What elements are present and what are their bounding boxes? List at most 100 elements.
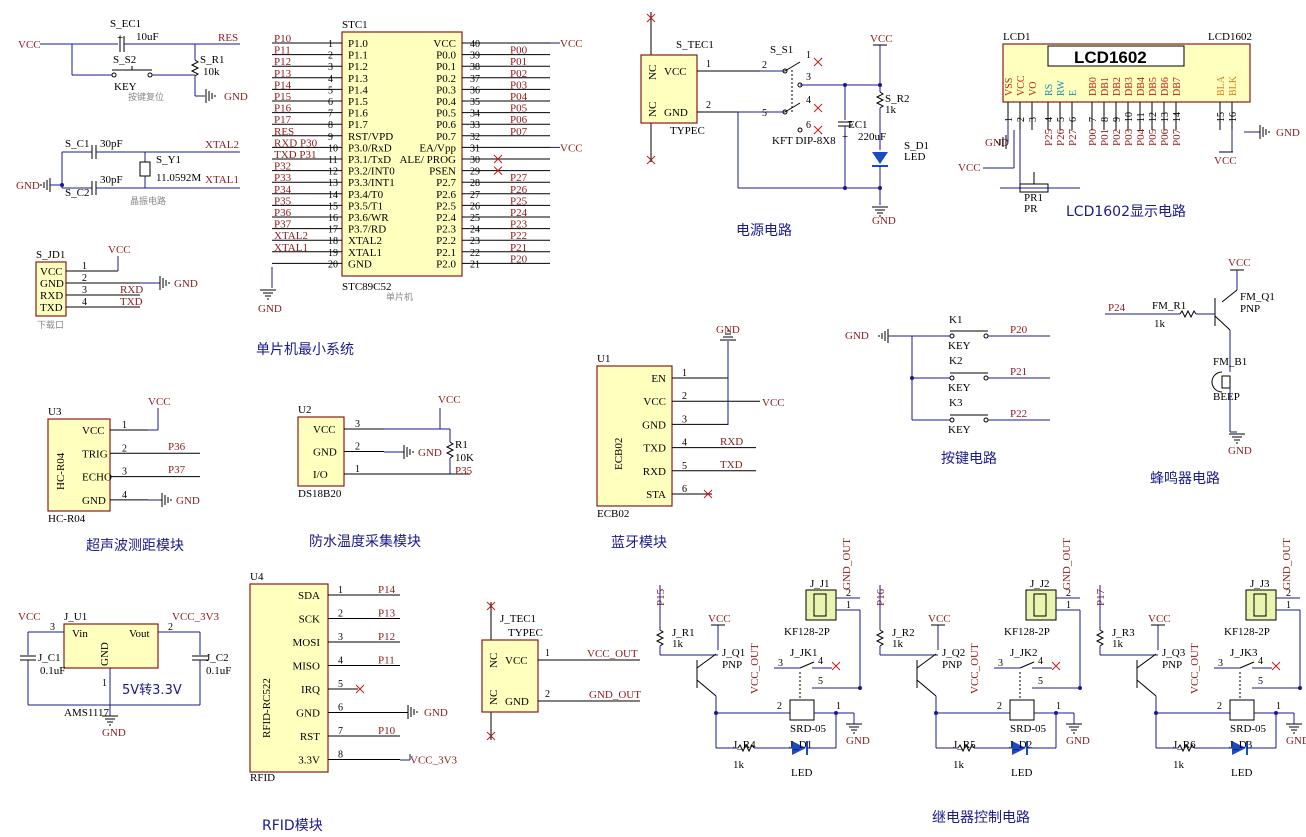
lcd-pin: DB7 <box>1172 77 1183 96</box>
mcu-left-net: TXD P31 <box>274 149 316 161</box>
lcd-num: 14 <box>1172 112 1183 122</box>
download-pin-1: VCC <box>40 266 63 278</box>
svg-text:J_C1: J_C1 <box>38 652 61 664</box>
svg-text:S_S1: S_S1 <box>770 44 793 56</box>
svg-text:4: 4 <box>682 438 687 449</box>
svg-text:KEY: KEY <box>948 382 971 394</box>
crystal-note: 晶振电路 <box>130 195 166 207</box>
svg-text:BEEP: BEEP <box>1213 391 1240 403</box>
svg-text:RFID-RC522: RFID-RC522 <box>261 678 273 738</box>
reset-key-ref: S_S2 <box>113 54 136 66</box>
reset-r-value: 10k <box>203 66 220 78</box>
svg-text:J_JK2: J_JK2 <box>1010 647 1038 659</box>
svg-text:3: 3 <box>82 285 87 296</box>
svg-text:P22: P22 <box>1010 408 1027 420</box>
mcu-right-net: P22 <box>510 230 527 242</box>
download-ref: S_JD1 <box>36 249 65 261</box>
svg-text:1: 1 <box>338 585 343 596</box>
mcu-left-pin: P1.2 <box>348 61 368 73</box>
svg-text:2: 2 <box>682 391 687 402</box>
svg-text:0.1uF: 0.1uF <box>206 665 231 677</box>
mcu-right-num: 27 <box>470 190 480 201</box>
lcd-pin: DB0 <box>1088 77 1099 96</box>
mcu-right-pin: PSEN <box>429 166 456 178</box>
svg-text:K3: K3 <box>949 397 963 409</box>
lcd-title: LCD1602 <box>1074 48 1147 67</box>
svg-text:2: 2 <box>997 701 1002 712</box>
svg-text:VCC: VCC <box>708 613 731 625</box>
mcu-left-net: P10 <box>274 33 292 45</box>
svg-text:VCC_OUT: VCC_OUT <box>1189 643 1201 694</box>
svg-text:VCC: VCC <box>1214 155 1237 167</box>
caption-temp: 防水温度采集模块 <box>309 533 421 550</box>
svg-text:J_R5: J_R5 <box>953 739 976 751</box>
caption-bt: 蓝牙模块 <box>611 535 667 551</box>
svg-text:TYPEC: TYPEC <box>670 125 705 137</box>
svg-text:P35: P35 <box>455 465 473 477</box>
svg-text:VCC: VCC <box>505 655 528 667</box>
svg-text:4: 4 <box>82 297 87 308</box>
lcd-pin: BLK <box>1228 75 1239 96</box>
svg-text:6: 6 <box>806 120 811 131</box>
mcu-right-num: 31 <box>470 143 480 154</box>
svg-text:U2: U2 <box>298 404 311 416</box>
mcu-ref: STC1 <box>342 19 368 31</box>
lcd-pin: VSS <box>1004 78 1015 96</box>
mcu-right-net: P06 <box>510 114 528 126</box>
svg-text:J_U1: J_U1 <box>64 611 87 623</box>
svg-text:J_JK3: J_JK3 <box>1230 647 1258 659</box>
svg-text:S_R2: S_R2 <box>885 93 909 105</box>
mcu-left-net: P36 <box>274 207 292 219</box>
mcu-right-num: 37 <box>470 74 480 85</box>
rfid-pin: MISO <box>292 661 320 673</box>
svg-text:FM_Q1: FM_Q1 <box>1240 291 1275 303</box>
svg-text:HC-R04: HC-R04 <box>55 452 67 490</box>
svg-text:1k: 1k <box>953 759 965 771</box>
svg-text:RXD: RXD <box>120 284 143 296</box>
svg-text:EC1: EC1 <box>848 119 868 131</box>
mcu-right-num: 36 <box>470 85 480 96</box>
lcd-pin: E <box>1068 90 1079 96</box>
lcd1602: LCD1 LCD1602 LCD1602 VSS1VCC2VO3RS4P25RW… <box>958 31 1300 215</box>
mcu-left-num: 6 <box>328 97 333 108</box>
svg-text:8: 8 <box>338 750 343 761</box>
caption-power: 电源电路 <box>736 223 792 239</box>
svg-text:4: 4 <box>818 656 823 667</box>
svg-text:GND_OUT: GND_OUT <box>589 689 641 701</box>
svg-text:P36: P36 <box>168 441 186 453</box>
svg-text:VCC_OUT: VCC_OUT <box>969 643 981 694</box>
lcd-net: P25 <box>1043 128 1055 146</box>
svg-text:2: 2 <box>168 622 173 633</box>
svg-text:ECB02: ECB02 <box>597 508 629 520</box>
svg-text:SRD-05: SRD-05 <box>1230 723 1267 735</box>
svg-text:LCD1: LCD1 <box>1003 31 1031 43</box>
mcu-left-pin: P1.6 <box>348 108 368 120</box>
svg-text:2: 2 <box>82 273 87 284</box>
svg-text:1k: 1k <box>733 759 745 771</box>
mcu-right-net: P07 <box>510 126 528 138</box>
svg-text:TXD: TXD <box>720 459 743 471</box>
reset-r-ref: S_R1 <box>200 54 224 66</box>
svg-text:2: 2 <box>545 689 550 700</box>
svg-text:VCC: VCC <box>664 66 687 78</box>
svg-text:3: 3 <box>1218 658 1223 669</box>
mcu-right-num: 30 <box>470 155 480 166</box>
mcu-right-pin: P0.5 <box>436 108 456 120</box>
mcu-right-num: 28 <box>470 178 480 189</box>
crystal-xtal1: XTAL1 <box>205 174 239 186</box>
crystal-freq: 11.0592M <box>156 172 201 184</box>
svg-text:ECB02: ECB02 <box>613 438 625 470</box>
svg-text:J_J2: J_J2 <box>1030 578 1050 590</box>
rfid-net: P13 <box>378 608 396 620</box>
mcu-right-net: VCC <box>560 142 583 154</box>
svg-text:J_JK1: J_JK1 <box>790 647 818 659</box>
mcu-right-pin: P2.0 <box>436 258 456 270</box>
mcu-left-pin: P3.2/INT0 <box>348 166 395 178</box>
mcu-right-num: 26 <box>470 201 480 212</box>
svg-text:GND: GND <box>716 324 740 336</box>
lcd-net: P02 <box>1111 129 1123 146</box>
svg-text:J_R2: J_R2 <box>892 627 915 639</box>
mcu-left-pin: P3.1/TxD <box>348 154 391 166</box>
